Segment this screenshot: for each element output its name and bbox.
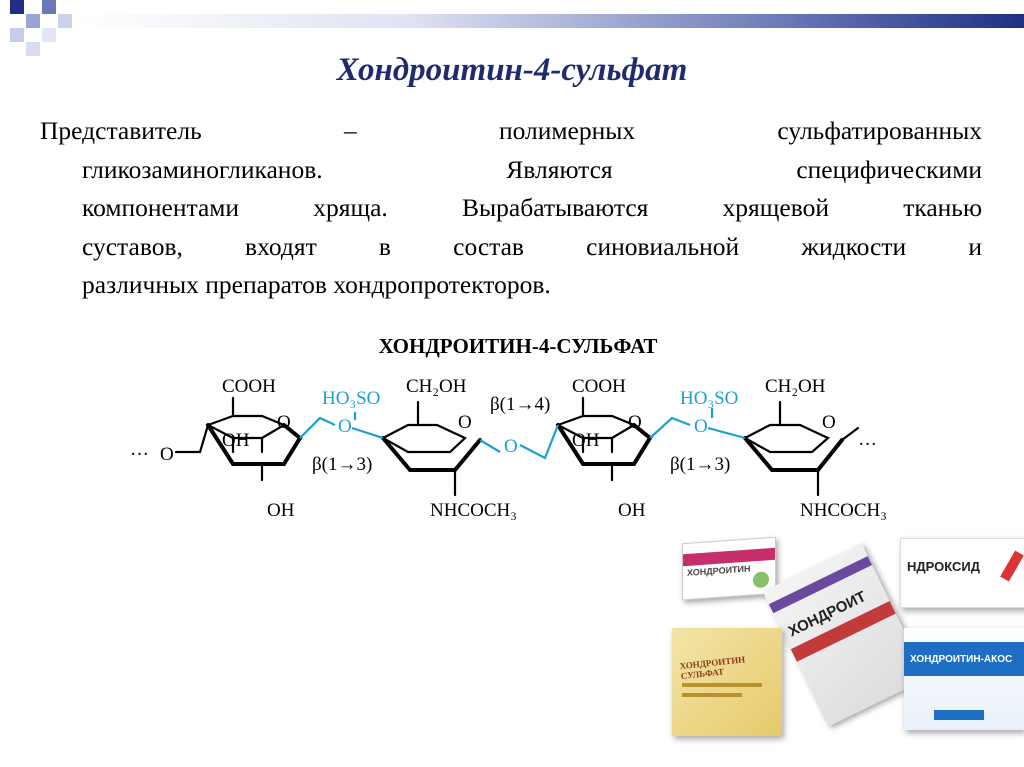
oh-label: OH bbox=[222, 430, 250, 451]
oh-label: OH bbox=[267, 500, 295, 521]
bridge-oxygen: O bbox=[694, 416, 708, 437]
product-package: ХОНДРОИТИН-АКОС bbox=[904, 628, 1024, 730]
structure-heading: ХОНДРОИТИН-4-СУЛЬФАТ bbox=[379, 334, 658, 358]
ring-oxygen: O bbox=[458, 412, 472, 433]
product-package: ХОНДРОИТИН СУЛЬФАТ bbox=[672, 628, 782, 736]
header-bar bbox=[78, 14, 1024, 28]
corner-square bbox=[26, 42, 40, 56]
body-paragraph: Представитель – полимерных сульфатирован… bbox=[40, 112, 982, 305]
ch2oh-label: CH₂OH bbox=[765, 376, 826, 397]
ring-oxygen: O bbox=[822, 412, 836, 433]
beta-13-label: β(1→3) bbox=[312, 454, 372, 475]
slide-title: Хондроитин-4-сульфат bbox=[336, 52, 688, 88]
package-label: ХОНДРОИТИН bbox=[687, 563, 751, 578]
corner-square bbox=[42, 0, 56, 14]
nhcoch3-label: NHCOCH₃ bbox=[800, 500, 887, 521]
chain-ellipsis: ··· bbox=[130, 444, 149, 465]
corner-square bbox=[42, 28, 56, 42]
bridge-oxygen: O bbox=[160, 444, 174, 465]
product-package: НДРОКСИД bbox=[900, 538, 1024, 608]
bridge-oxygen: O bbox=[504, 436, 518, 457]
beta-14-label: β(1→4) bbox=[490, 394, 550, 415]
paragraph-line: гликозаминогликанов. Являются специфичес… bbox=[82, 154, 982, 184]
oh-label: OH bbox=[572, 430, 600, 451]
bridge-oxygen: O bbox=[338, 416, 352, 437]
corner-square bbox=[10, 0, 24, 14]
paragraph-line: компонентами хряща. Вырабатываются хряще… bbox=[82, 193, 982, 222]
package-label: ХОНДРОИТИН-АКОС bbox=[910, 654, 1013, 665]
ring-oxygen: O bbox=[628, 412, 642, 433]
corner-square bbox=[26, 14, 40, 28]
cooh-label: COOH bbox=[572, 376, 626, 397]
ho3so-label: HO₃SO bbox=[322, 388, 380, 409]
paragraph-line: различных препаратов хондропротекторов. bbox=[82, 270, 551, 299]
paragraph-line: суставов, входят в состав синовиальной ж… bbox=[82, 231, 982, 261]
corner-square bbox=[58, 14, 72, 28]
ch2oh-label: CH₂OH bbox=[406, 376, 467, 397]
nhcoch3-label: NHCOCH₃ bbox=[430, 500, 517, 521]
cooh-label: COOH bbox=[222, 376, 276, 397]
package-label: ХОНДРОИТИН СУЛЬФАТ bbox=[679, 654, 746, 682]
chain-ellipsis: ··· bbox=[858, 434, 877, 455]
corner-square bbox=[10, 28, 24, 42]
package-label: НДРОКСИД bbox=[907, 559, 981, 574]
paragraph-line: Представитель – полимерных сульфатирован… bbox=[40, 116, 982, 145]
oh-label: OH bbox=[618, 500, 646, 521]
beta-13-label: β(1→3) bbox=[670, 454, 730, 475]
ring-oxygen: O bbox=[277, 412, 291, 433]
ho3so-label: HO₃SO bbox=[680, 388, 738, 409]
